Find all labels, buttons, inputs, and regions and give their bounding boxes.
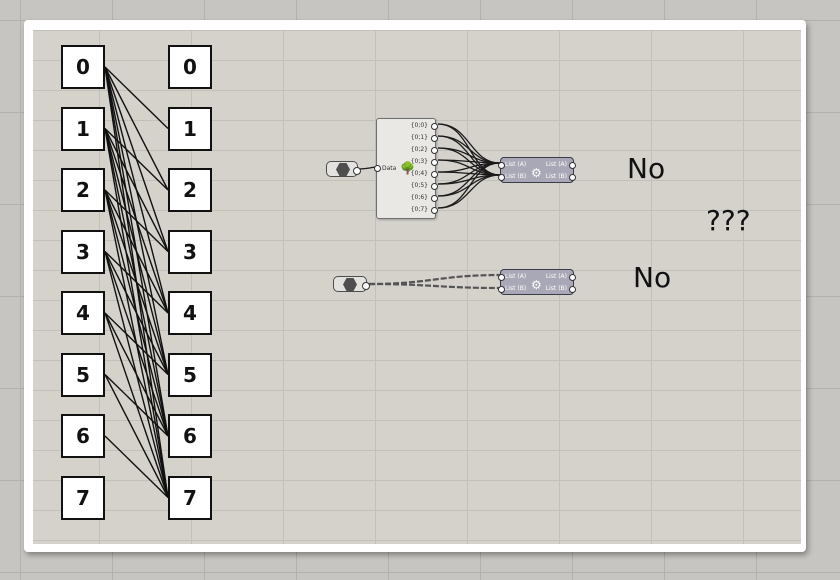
left-node-6: 6 bbox=[61, 414, 105, 458]
left-node-5: 5 bbox=[61, 353, 105, 397]
right-node-0: 0 bbox=[168, 45, 212, 89]
tree-branch-component[interactable]: Data 🌳 {0;0} {0;1} {0;2} {0;3} {0;4} {0;… bbox=[374, 118, 438, 219]
hexagon-icon bbox=[336, 163, 350, 176]
connection-line bbox=[104, 189, 169, 314]
output-port-5[interactable] bbox=[431, 183, 438, 190]
connection-line bbox=[104, 435, 169, 499]
input-port-b[interactable] bbox=[498, 286, 505, 293]
hexagon-icon bbox=[343, 278, 357, 291]
right-node-2: 2 bbox=[168, 168, 212, 212]
data-input-port[interactable] bbox=[374, 165, 381, 172]
cross-reference-component-top[interactable]: List (A) List (B) ⚙ List (A) List (B) bbox=[498, 157, 576, 183]
output-label-7: {0;7} bbox=[410, 206, 428, 213]
connection-line bbox=[104, 127, 169, 191]
connection-line bbox=[104, 312, 169, 437]
gear-icon: ⚙ bbox=[531, 278, 542, 292]
wire-branch-b bbox=[437, 174, 501, 209]
output-port-4[interactable] bbox=[431, 171, 438, 178]
right-node-4: 4 bbox=[168, 291, 212, 335]
left-node-4: 4 bbox=[61, 291, 105, 335]
connection-line bbox=[104, 373, 169, 437]
output-port-7[interactable] bbox=[431, 207, 438, 214]
right-node-1: 1 bbox=[168, 107, 212, 151]
connection-line bbox=[104, 66, 169, 191]
input-label-a: List (A) bbox=[505, 161, 527, 168]
right-node-6: 6 bbox=[168, 414, 212, 458]
wire-dashed-a bbox=[368, 273, 501, 286]
input-port-a[interactable] bbox=[498, 274, 505, 281]
connection-line bbox=[104, 251, 169, 375]
output-port[interactable] bbox=[362, 282, 370, 290]
output-port-a[interactable] bbox=[569, 274, 576, 281]
input-port-b[interactable] bbox=[498, 174, 505, 181]
graph-lines bbox=[104, 66, 169, 499]
output-label-3: {0;3} bbox=[410, 158, 428, 165]
input-label-a: List (A) bbox=[505, 273, 527, 280]
output-label-b: List (B) bbox=[545, 285, 567, 292]
wire-dashed-b bbox=[368, 282, 501, 290]
data-param-grip-bottom[interactable] bbox=[333, 276, 370, 292]
output-port-2[interactable] bbox=[431, 147, 438, 154]
tree-icon: 🌳 bbox=[400, 161, 415, 175]
connection-line bbox=[104, 189, 169, 253]
data-param-grip-top[interactable] bbox=[326, 161, 361, 177]
output-label-5: {0;5} bbox=[410, 182, 428, 189]
connection-line bbox=[104, 374, 169, 498]
gear-icon: ⚙ bbox=[531, 166, 542, 180]
left-node-0: 0 bbox=[61, 45, 105, 89]
output-port-0[interactable] bbox=[431, 123, 438, 130]
right-node-5: 5 bbox=[168, 353, 212, 397]
data-input-label: Data bbox=[382, 165, 397, 172]
note-no-top: No bbox=[627, 152, 666, 185]
output-port-b[interactable] bbox=[569, 174, 576, 181]
left-node-2: 2 bbox=[61, 168, 105, 212]
note-no-bottom: No bbox=[633, 261, 672, 294]
output-port-3[interactable] bbox=[431, 159, 438, 166]
wire-branch-a bbox=[437, 162, 501, 209]
output-label-a: List (A) bbox=[545, 273, 567, 280]
right-node-7: 7 bbox=[168, 476, 212, 520]
input-label-b: List (B) bbox=[505, 173, 527, 180]
output-port-1[interactable] bbox=[431, 135, 438, 142]
note-question: ??? bbox=[706, 204, 751, 237]
output-label-0: {0;0} bbox=[410, 122, 428, 129]
left-node-3: 3 bbox=[61, 230, 105, 274]
left-node-7: 7 bbox=[61, 476, 105, 520]
right-node-3: 3 bbox=[168, 230, 212, 274]
output-port[interactable] bbox=[353, 167, 361, 175]
output-port-b[interactable] bbox=[569, 286, 576, 293]
output-label-b: List (B) bbox=[545, 173, 567, 180]
output-label-1: {0;1} bbox=[410, 134, 428, 141]
connection-line bbox=[104, 250, 169, 314]
wire-branch-a bbox=[437, 123, 501, 164]
gh-wires bbox=[357, 123, 501, 290]
output-label-a: List (A) bbox=[545, 161, 567, 168]
output-label-4: {0;4} bbox=[410, 170, 428, 177]
output-label-2: {0;2} bbox=[410, 146, 428, 153]
left-node-1: 1 bbox=[61, 107, 105, 151]
input-label-b: List (B) bbox=[505, 285, 527, 292]
connection-line bbox=[104, 66, 169, 130]
connection-line bbox=[104, 312, 169, 376]
output-port-a[interactable] bbox=[569, 162, 576, 169]
output-label-6: {0;6} bbox=[410, 194, 428, 201]
cross-reference-component-bottom[interactable]: List (A) List (B) ⚙ List (A) List (B) bbox=[498, 269, 576, 295]
connection-line bbox=[104, 128, 169, 252]
output-port-6[interactable] bbox=[431, 195, 438, 202]
input-port-a[interactable] bbox=[498, 162, 505, 169]
